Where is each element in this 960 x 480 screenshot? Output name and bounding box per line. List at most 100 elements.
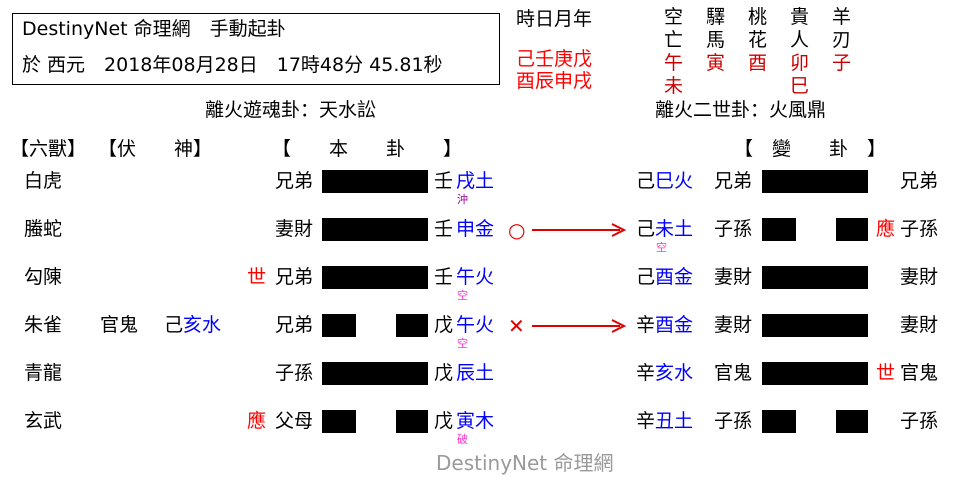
header-bengua: 【 本 卦 】 (272, 138, 463, 160)
base-line (322, 218, 428, 241)
header-biangua: 【 變 卦 】 (734, 138, 887, 160)
change-line-left (762, 410, 796, 433)
header-date: 於 西元 2018年08月28日 17時48分 45.81秒 (22, 54, 443, 76)
shensha-cell: 馬 (706, 29, 726, 51)
shensha-cell: 貴 (790, 6, 810, 28)
change-line-right (836, 410, 868, 433)
branch-element: 午火 (456, 266, 495, 288)
change-stem: 辛 (636, 410, 656, 432)
change-stem: 己 (636, 170, 656, 192)
relation: 父母 (275, 410, 314, 432)
beast: 青龍 (24, 362, 63, 384)
stem: 戊 (434, 314, 454, 336)
base-line (322, 266, 428, 289)
shensha-cell: 羊 (832, 6, 852, 28)
ganzhi-branches: 酉辰申戌 (516, 70, 593, 92)
shensha-cell: 子 (832, 52, 852, 74)
line-note: 破 (457, 433, 468, 446)
watermark: DestinyNet 命理網 (436, 451, 614, 475)
change-relation: 官鬼 (714, 362, 753, 384)
fushen-branch: 亥水 (183, 314, 222, 336)
line-note: 空 (457, 289, 468, 302)
change-relation: 妻財 (714, 266, 753, 288)
shensha-cell: 卯 (790, 52, 810, 74)
beast: 朱雀 (24, 314, 63, 336)
shensha-cell: 刃 (832, 29, 852, 51)
change-right-relation: 妻財 (900, 314, 939, 336)
header-box (12, 13, 500, 85)
branch-element: 辰土 (456, 362, 495, 384)
change-line (762, 314, 868, 337)
moving-yin-marker: ✕ (508, 314, 525, 338)
moving-yang-marker: ○ (508, 218, 526, 242)
change-right-relation: 子孫 (900, 218, 939, 240)
change-branch-element: 巳火 (655, 170, 694, 192)
base-gua-name: 離火遊魂卦：天水訟 (205, 99, 377, 121)
change-shi-ying-marker: 應 (876, 218, 896, 240)
change-branch-element: 丑土 (655, 410, 694, 432)
ganzhi-stems: 己壬庚戊 (516, 48, 593, 70)
stem: 壬 (434, 218, 454, 240)
branch-element: 戌土 (456, 170, 495, 192)
shensha-cell: 酉 (748, 52, 768, 74)
change-line-right (836, 218, 868, 241)
header-title: DestinyNet 命理網 手動起卦 (22, 18, 286, 40)
change-right-relation: 兄弟 (900, 170, 939, 192)
fushen-relation: 官鬼 (100, 314, 139, 336)
change-line (762, 170, 868, 193)
change-right-relation: 官鬼 (900, 362, 939, 384)
change-gua-name: 離火二世卦：火風鼎 (655, 99, 827, 121)
change-branch-element: 酉金 (655, 314, 694, 336)
change-shi-ying-marker: 世 (876, 362, 896, 384)
change-note: 空 (656, 241, 667, 254)
base-line-left (322, 410, 356, 433)
change-relation: 妻財 (714, 314, 753, 336)
shi-ying-marker: 應 (247, 410, 267, 432)
change-stem: 己 (636, 218, 656, 240)
shensha-cell: 人 (790, 29, 810, 51)
change-relation: 兄弟 (714, 170, 753, 192)
shensha-cell: 午 (664, 52, 684, 74)
change-line-left (762, 218, 796, 241)
shensha-cell: 驛 (706, 6, 726, 28)
header-fushen: 【伏 神】 (98, 138, 213, 160)
shensha-cell: 亡 (664, 29, 684, 51)
change-stem: 己 (636, 266, 656, 288)
stem: 壬 (434, 266, 454, 288)
shensha-cell: 寅 (706, 52, 726, 74)
line-note: 沖 (457, 193, 468, 206)
relation: 兄弟 (275, 266, 314, 288)
shensha-cell: 桃 (748, 6, 768, 28)
relation: 子孫 (275, 362, 314, 384)
relation: 兄弟 (275, 314, 314, 336)
stem: 戊 (434, 410, 454, 432)
header-liushou: 【六獸】 (10, 138, 87, 160)
change-right-relation: 妻財 (900, 266, 939, 288)
base-line (322, 362, 428, 385)
beast: 白虎 (24, 170, 63, 192)
stem: 壬 (434, 170, 454, 192)
shensha-cell: 花 (748, 29, 768, 51)
beast: 玄武 (24, 410, 63, 432)
branch-element: 寅木 (456, 410, 495, 432)
base-line-right (396, 410, 428, 433)
base-line-left (322, 314, 356, 337)
shensha-cell: 空 (664, 6, 684, 28)
change-arrow (532, 223, 627, 237)
change-right-relation: 子孫 (900, 410, 939, 432)
fushen-stem: 己 (164, 314, 184, 336)
branch-element: 申金 (456, 218, 495, 240)
shensha-cell: 未 (664, 75, 684, 97)
line-note: 空 (457, 337, 468, 350)
change-arrow (532, 319, 627, 333)
change-branch-element: 酉金 (655, 266, 694, 288)
shi-ying-marker: 世 (247, 266, 267, 288)
change-relation: 子孫 (714, 218, 753, 240)
change-stem: 辛 (636, 314, 656, 336)
change-line (762, 266, 868, 289)
stem: 戊 (434, 362, 454, 384)
beast: 螣蛇 (24, 218, 63, 240)
change-line (762, 362, 868, 385)
shensha-cell: 巳 (790, 75, 810, 97)
change-branch-element: 未土 (655, 218, 694, 240)
